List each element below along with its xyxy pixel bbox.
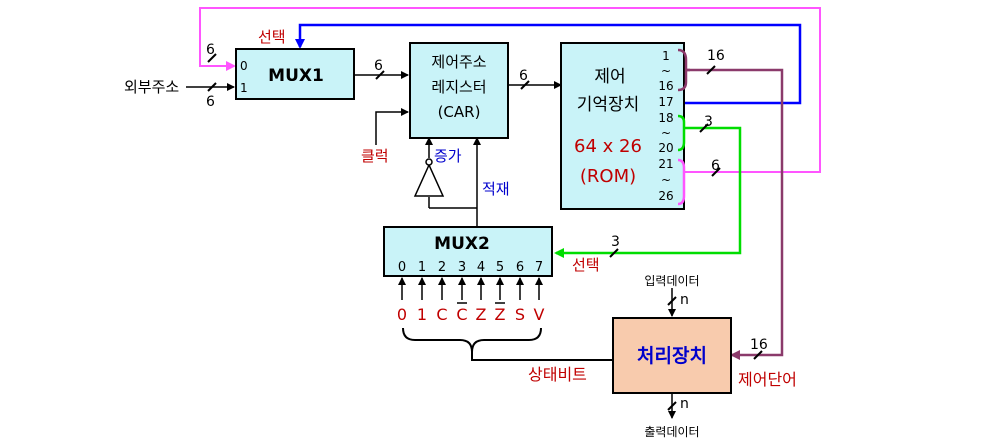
status-bit: S [515,305,525,324]
bus-slashes [207,53,763,411]
load-label: 적재 [482,180,510,198]
status-bit-labels: 0 1 C C Z Z S V [397,305,545,324]
mux2-input-number: 1 [418,260,426,275]
bus-width: 6 [206,42,215,58]
status-bit: C [436,305,447,324]
output-data-label: 출력데이터 [644,425,699,439]
rom-line3: 64 x 26 [574,136,642,157]
rom-bit-label: ~ [661,173,671,187]
rom-block [560,42,685,210]
bus-width: 3 [611,234,620,250]
blue-bus [295,23,802,105]
rom-bit-label: 17 [658,95,673,109]
rom-line1: 제어 [594,67,625,87]
mux2-input-number: 3 [458,260,466,275]
clock-wire [375,108,409,145]
bus-width: 16 [750,337,768,353]
rom-bit-label: 20 [658,141,673,155]
rom-bit-label: 18 [658,111,673,125]
select-top-label: 선택 [258,28,286,46]
bus-width: n [680,292,689,308]
bus-width: 6 [206,94,215,110]
mux1-label: MUX1 [268,66,324,86]
rom-brace-1-16 [677,48,690,92]
increment-wire [428,197,477,209]
pink-bus [199,7,821,173]
bus-width: 3 [704,114,713,130]
status-bits-label: 상태비트 [528,365,587,384]
mux2-input-number: 6 [516,260,524,275]
rom-line4: (ROM) [580,166,636,187]
status-bit: V [534,305,545,324]
bus-width: 6 [374,58,383,74]
car-block [409,42,509,139]
mux2-input-number: 4 [477,260,485,275]
car-line3: (CAR) [438,103,481,121]
processor-label: 처리장치 [637,345,707,367]
rom-bit-label: 21 [658,157,673,171]
rom-bit-label: ~ [661,64,671,78]
bus-width: 6 [519,68,528,84]
status-bit: Z [476,305,487,324]
external-address-label: 외부주소 [124,78,179,96]
processor-block [612,317,732,394]
clock-label: 클럭 [361,147,389,165]
mux2-block [383,226,553,277]
purple-bus [686,68,784,360]
mux2-input-numbers: 0 1 2 3 4 5 6 7 [398,260,543,275]
select-mux2-label: 선택 [572,256,600,274]
mux2-input-number: 5 [496,260,504,275]
status-bit: Z [495,305,506,324]
increment-label: 증가 [434,147,462,165]
bus-width: 16 [707,48,725,64]
car-line2: 레지스터 [431,78,486,96]
rom-bit-label: 1 [662,49,670,63]
status-brace [402,327,542,353]
increment-buffer [413,163,445,197]
rom-bit-labels: 1 ~ 16 17 18 ~ 20 21 ~ 26 [658,49,673,203]
input-data-label: 입력데이터 [644,274,699,288]
mux2-input-arrows [398,277,543,300]
rom-brace-18-20 [677,114,686,152]
mux2-input-number: 0 [398,260,406,275]
increment-bubble [425,158,433,166]
mux1-in1: 1 [240,81,248,95]
mux1-in0: 0 [240,59,248,73]
bus-width: n [680,396,689,412]
car-line1: 제어주소 [431,53,486,71]
mux2-input-number: 7 [535,260,543,275]
mux2-label: MUX2 [434,234,490,254]
bus-width: 6 [711,158,720,174]
status-bit: 1 [417,305,427,324]
rom-brace-21-26 [677,158,686,206]
rom-line2: 기억장치 [577,95,640,115]
rom-bit-label: 26 [658,189,673,203]
status-bit: 0 [397,305,407,324]
mux2-input-number: 2 [438,260,446,275]
rom-bit-label: 16 [658,79,673,93]
control-word-label: 제어단어 [738,370,797,389]
green-bus [554,126,742,258]
status-bit: C [456,305,467,324]
rom-bit-label: ~ [661,126,671,140]
status-bits-wire [471,352,613,361]
mux1-block [235,48,355,100]
bus-width-labels: 6 6 6 6 16 3 6 3 16 n n [206,42,768,412]
